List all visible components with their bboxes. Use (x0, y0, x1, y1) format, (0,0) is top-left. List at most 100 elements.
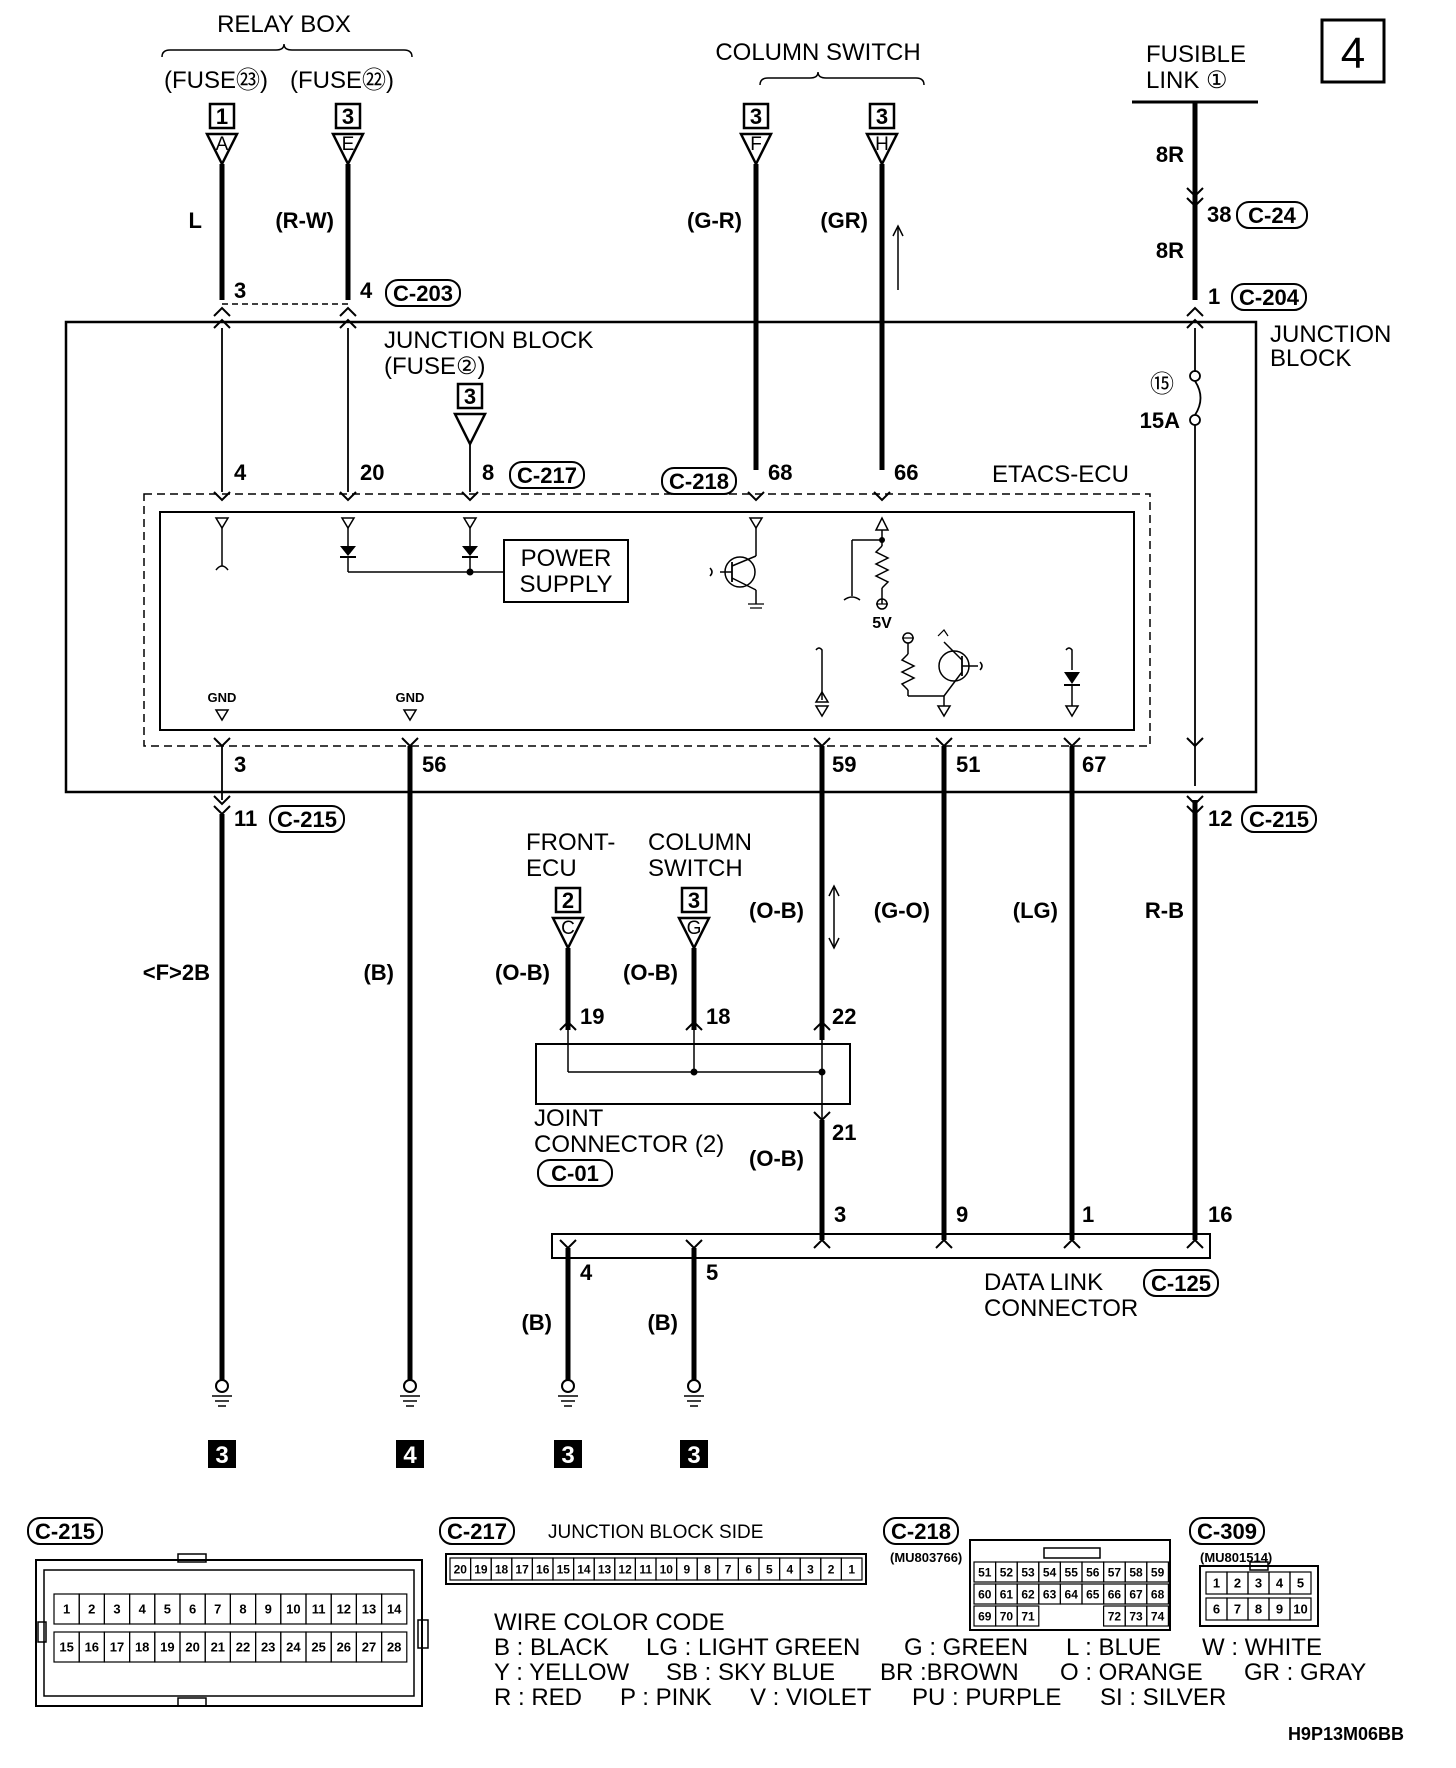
wire-color-w1: L (189, 208, 202, 233)
c218-pin-label: 54 (1043, 1565, 1057, 1579)
connector-c01: C-01 (551, 1161, 599, 1186)
c215-pin-label: 21 (211, 1640, 225, 1655)
connector-c218: C-218 (669, 469, 729, 494)
connector-c215-left: C-215 (277, 807, 337, 832)
c218-pin-label: 52 (1000, 1565, 1014, 1579)
c309-pin: 10 (1289, 1597, 1312, 1621)
c218-pin: 59 (1146, 1561, 1170, 1583)
pin-11: 11 (234, 806, 257, 831)
c309-pin: 1 (1205, 1571, 1228, 1595)
c218-pin: 57 (1102, 1561, 1126, 1583)
c309-pin: 9 (1268, 1597, 1291, 1621)
svg-text:P : PINK: P : PINK (620, 1684, 712, 1711)
c218-pin: 70 (994, 1605, 1018, 1627)
c215-pin: 22 (229, 1631, 257, 1663)
c217-pin-label: 7 (725, 1562, 732, 1576)
c309-pin: 2 (1226, 1571, 1249, 1595)
c215-pin: 3 (103, 1593, 131, 1625)
c215-pin-label: 27 (362, 1640, 376, 1655)
face-c217-title: C-217 (447, 1519, 507, 1544)
c218-pin-label: 56 (1086, 1565, 1100, 1579)
c218-pin: 62 (1016, 1583, 1040, 1605)
pin-1-c204: 1 (1208, 284, 1220, 309)
front-ecu-line2: ECU (526, 855, 577, 882)
c215-pin: 24 (280, 1631, 307, 1663)
junction-block-title1: JUNCTION (1270, 321, 1391, 348)
face-c217-side: JUNCTION BLOCK SIDE (548, 1522, 763, 1543)
legend-title: WIRE COLOR CODE (494, 1609, 725, 1636)
c215-pin-label: 10 (286, 1602, 300, 1617)
svg-text:LG : LIGHT GREEN: LG : LIGHT GREEN (646, 1634, 860, 1661)
svg-text:Y : YELLOW: Y : YELLOW (494, 1659, 630, 1686)
terminal-column-h: 3 H (864, 102, 900, 167)
column-switch-top-title: COLUMN SWITCH (715, 39, 920, 66)
c215-pin-label: 28 (387, 1640, 401, 1655)
c215-pin: 21 (204, 1631, 231, 1663)
c217-pin-label: 14 (577, 1562, 591, 1576)
c309-pin: 6 (1205, 1597, 1228, 1621)
c218-pin-label: 68 (1151, 1587, 1165, 1601)
c217-pin-label: 4 (787, 1562, 794, 1576)
svg-text:C: C (561, 918, 575, 939)
etacs-gnd-1: GND (208, 690, 237, 705)
diagram-code: H9P13M06BB (1288, 1724, 1404, 1744)
wire-color-w9: (O-B) (623, 960, 678, 985)
c215-pin: 6 (179, 1593, 206, 1625)
connector-c203: C-203 (393, 281, 453, 306)
pin-21: 21 (832, 1120, 856, 1145)
legend-row-1: B : BLACK LG : LIGHT GREEN G : GREEN L :… (494, 1634, 1322, 1661)
data-link-line1: DATA LINK (984, 1269, 1103, 1296)
svg-text:3: 3 (561, 1442, 574, 1469)
svg-text:2: 2 (562, 888, 574, 913)
svg-text:E: E (342, 134, 355, 155)
connector-c215-right: C-215 (1249, 807, 1309, 832)
c215-pin: 13 (355, 1593, 383, 1625)
c309-pin-label: 5 (1297, 1576, 1304, 1591)
c309-pin: 8 (1247, 1597, 1270, 1621)
pin-1-dlc: 1 (1082, 1202, 1094, 1227)
c215-pin-label: 1 (63, 1602, 70, 1617)
c215-pin: 16 (78, 1631, 105, 1663)
c217-pin-label: 12 (618, 1562, 632, 1576)
c218-pin-label: 71 (1021, 1609, 1035, 1623)
c215-pin-label: 7 (214, 1602, 221, 1617)
terminal-front-ecu: 2 C (550, 886, 586, 951)
page-number: 4 (1341, 29, 1365, 78)
c309-pin-label: 9 (1276, 1602, 1283, 1617)
pin-4-c217: 4 (234, 460, 247, 485)
column-switch-mid-line1: COLUMN (648, 829, 752, 856)
c215-pin: 2 (78, 1593, 105, 1625)
joint-connector-box (535, 1043, 851, 1105)
c217-pin: 9 (675, 1557, 698, 1581)
face-c218-title: C-218 (891, 1519, 951, 1544)
c218-pin-label: 73 (1129, 1609, 1143, 1623)
connector-c24: C-24 (1248, 203, 1296, 228)
pin-3-bottom: 3 (234, 752, 246, 777)
junction-block-fuse2: (FUSE②) (384, 353, 486, 380)
c215-pin-label: 23 (261, 1640, 275, 1655)
c218-pin-label: 69 (978, 1609, 992, 1623)
pin-3-c203: 3 (234, 278, 246, 303)
c217-pin: 10 (655, 1557, 678, 1581)
connector-c217: C-217 (517, 463, 577, 488)
c217-pin: 3 (799, 1557, 822, 1581)
c215-pin: 10 (280, 1593, 307, 1625)
pin-22: 22 (832, 1004, 856, 1029)
five-volt-label: 5V (872, 615, 892, 632)
c218-pin: 74 (1146, 1605, 1170, 1627)
c218-pin: 61 (994, 1583, 1018, 1605)
wire-color-w8: (O-B) (495, 960, 550, 985)
c215-pin: 8 (229, 1593, 257, 1625)
wire-color-w5: 8R (1156, 142, 1184, 167)
relay-fuse-22: (FUSE㉒) (290, 67, 394, 94)
c217-pin: 6 (737, 1557, 760, 1581)
ground-2: 4 (396, 1379, 424, 1469)
c217-pin-label: 3 (807, 1562, 814, 1576)
svg-text:BR :BROWN: BR :BROWN (880, 1659, 1019, 1686)
fuse-15a: 15A (1140, 408, 1180, 433)
relay-box-title: RELAY BOX (217, 11, 351, 38)
ground-1: 3 (208, 1379, 236, 1469)
joint-connector-line2: CONNECTOR (2) (534, 1131, 724, 1158)
